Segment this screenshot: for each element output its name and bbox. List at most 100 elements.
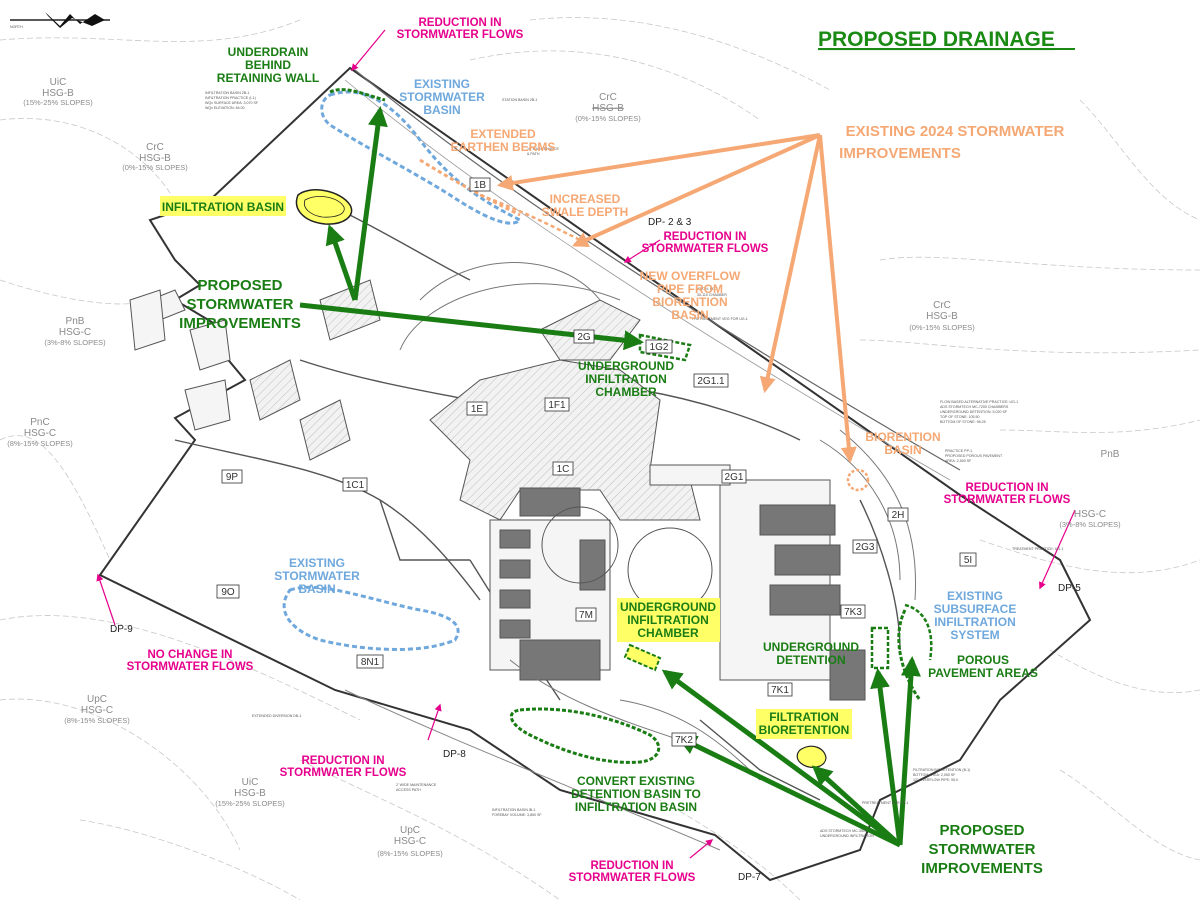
existing-subsurface-infiltration-system bbox=[904, 603, 933, 661]
note: PRETREATMENT VEG FOR UG-1 bbox=[692, 317, 748, 321]
note: 12" OVERFLOW PIPE: 95.0 bbox=[913, 778, 958, 782]
area-code: 1C1 bbox=[346, 480, 365, 491]
property-boundary bbox=[98, 66, 1092, 882]
design-point-labels: DP- 2 & 3 DP-5 DP-9 DP-8 DP-7 bbox=[110, 217, 1081, 883]
proposed-arrows-right bbox=[661, 656, 921, 848]
existing-basin-callout: EXISTING bbox=[289, 556, 345, 570]
proposed-callouts: UNDERDRAIN BEHIND RETAINING WALL INFILTR… bbox=[162, 45, 1043, 877]
convert-basin-callout: CONVERT EXISTING bbox=[577, 774, 695, 788]
area-code: 1G2 bbox=[650, 342, 669, 353]
biorention-basin-mark bbox=[846, 468, 870, 492]
area-code: 9P bbox=[226, 472, 239, 483]
infiltration-basin-highlight bbox=[160, 196, 286, 216]
reduction-callout: STORMWATER FLOWS bbox=[944, 494, 1071, 506]
reduction-callout: REDUCTION IN bbox=[590, 860, 673, 872]
underdrain-callout: BEHIND bbox=[245, 58, 291, 72]
soil-code: CrC bbox=[146, 142, 164, 153]
technical-notes: STATION BASIN 2B-1 INFILTRATION BASIN 2B… bbox=[205, 91, 1063, 838]
note: 30-110 CHAMBER bbox=[697, 293, 727, 297]
area-code: 2G1 bbox=[725, 472, 744, 483]
note: 2' WIDE MAINTENANCE bbox=[396, 783, 437, 787]
existing-subsurface-callout: SUBSURFACE bbox=[934, 602, 1017, 616]
soil-slope: (3%-8% SLOPES) bbox=[1059, 520, 1121, 529]
note: AREA: 2,500 SF bbox=[945, 459, 972, 463]
soil-slope: (15%-25% SLOPES) bbox=[215, 799, 285, 808]
note: PROPOSED POROUS PAVEMENT bbox=[945, 454, 1003, 458]
existing-2024-callouts: EXTENDED EARTHEN BERMS EXISTING 2024 STO… bbox=[451, 123, 1065, 457]
filtration-bioretention-shape bbox=[796, 745, 827, 768]
existing-basin-callout: BASIN bbox=[423, 103, 460, 117]
flow-callouts: REDUCTION IN STORMWATER FLOWS REDUCTION … bbox=[127, 17, 1071, 884]
swale bbox=[479, 193, 581, 242]
soil-code: UpC bbox=[87, 694, 107, 705]
proposed-improvements-callout: PROPOSED bbox=[197, 277, 282, 294]
soil-hsg: HSG-B bbox=[926, 311, 958, 322]
underground-infiltration-chamber-mid bbox=[623, 643, 662, 672]
reduction-callout: STORMWATER FLOWS bbox=[280, 767, 407, 779]
dp-label: DP- 2 & 3 bbox=[648, 217, 692, 228]
soil-code: UiC bbox=[242, 777, 259, 788]
existing-subsurface-callout: INFILTRATION bbox=[934, 615, 1016, 629]
road-2 bbox=[344, 79, 951, 481]
reduction-callout: REDUCTION IN bbox=[663, 231, 746, 243]
biorention-callout: BASIN bbox=[884, 443, 921, 457]
reduction-callout: REDUCTION IN bbox=[965, 482, 1048, 494]
area-code: 2G1.1 bbox=[697, 376, 725, 387]
area-codes: 1B 2G 1G2 2G1.1 1E 1F1 1C 1C1 9P 2G1 2H … bbox=[216, 177, 977, 747]
note: WQv SURFACE AREA: 3,070 SF bbox=[205, 101, 259, 105]
underground-chamber-callout: UNDERGROUND bbox=[578, 359, 674, 373]
soil-labels: UiC HSG-B (15%-25% SLOPES) CrC HSG-B (0%… bbox=[7, 77, 1121, 858]
soil-code: UpC bbox=[400, 825, 420, 836]
area-code: 7M bbox=[579, 610, 593, 621]
note: ADS STORMTECH MC-3500 bbox=[820, 829, 867, 833]
existing-basin-callout: EXISTING bbox=[414, 77, 470, 91]
soil-slope: (3%-8% SLOPES) bbox=[44, 338, 106, 347]
soil-slope: (15%-25% SLOPES) bbox=[23, 98, 93, 107]
note: INFILTRATION BASIN 2B-1 bbox=[205, 91, 249, 95]
soil-slope: (0%-15% SLOPES) bbox=[122, 163, 188, 172]
underdrain-callout: RETAINING WALL bbox=[217, 71, 319, 85]
reduction-callout: REDUCTION IN bbox=[418, 17, 501, 29]
buildings bbox=[129, 279, 866, 701]
area-code: 1F1 bbox=[548, 400, 566, 411]
proposed-improvements-callout: IMPROVEMENTS bbox=[179, 315, 301, 332]
soil-hsg: HSG-C bbox=[81, 705, 113, 716]
north-label: NORTH bbox=[10, 25, 23, 29]
underground-detention-callout: UNDERGROUND bbox=[763, 640, 859, 654]
extended-earthen-berms bbox=[419, 158, 521, 217]
soil-slope: (8%-15% SLOPES) bbox=[64, 716, 130, 725]
existing-2024-arrows bbox=[496, 133, 857, 464]
note: BOTTOM AREA: 2,050 SF bbox=[913, 773, 956, 777]
note: ADS STORMTECH MC-7200 CHAMBERS bbox=[940, 405, 1009, 409]
soil-code: PnB bbox=[66, 316, 85, 327]
extended-berms-callout: EARTHEN BERMS bbox=[451, 140, 556, 154]
note: INFILTRATION PRACTICE (I-1) bbox=[205, 96, 256, 100]
underground-chamber-callout: CHAMBER bbox=[637, 626, 699, 640]
note: WQv ELEVATION: 84.00 bbox=[205, 106, 245, 110]
biorention-callout: BIORENTION bbox=[865, 430, 940, 444]
infiltration-basin-inner bbox=[303, 196, 345, 218]
note: STATION BASIN 2B-1 bbox=[502, 98, 537, 102]
note: TOP OF STONE: 105.50 bbox=[940, 415, 980, 419]
soil-hsg: HSG-B bbox=[234, 788, 266, 799]
existing-basin-callout: STORMWATER bbox=[399, 90, 485, 104]
existing-2024-callout: IMPROVEMENTS bbox=[839, 145, 961, 162]
note: FLOW BASED ALTERNATIVE PRACTICE: UG-1 bbox=[940, 400, 1018, 404]
underground-chamber-callout: INFILTRATION bbox=[585, 372, 667, 386]
dp-label: DP-9 bbox=[110, 624, 133, 635]
area-code: 7K1 bbox=[771, 685, 789, 696]
existing-basin-callout: BASIN bbox=[298, 582, 335, 596]
proposed-improvements-callout: PROPOSED bbox=[939, 822, 1024, 839]
reduction-callout: STORMWATER FLOWS bbox=[397, 29, 524, 41]
note: BOTTOM OF STONE: 98.25 bbox=[940, 420, 986, 424]
note: & PATH bbox=[527, 152, 540, 156]
no-change-callout: NO CHANGE IN bbox=[148, 649, 233, 661]
dp-label: DP-7 bbox=[738, 872, 761, 883]
area-code: 8N1 bbox=[361, 657, 380, 668]
area-code: 7K2 bbox=[675, 735, 693, 746]
infiltration-basin-callout: INFILTRATION BASIN bbox=[162, 200, 284, 214]
existing-subsurface-callout: EXISTING bbox=[947, 589, 1003, 603]
underground-chamber-highlight bbox=[617, 598, 720, 642]
reduction-callout: STORMWATER FLOWS bbox=[642, 243, 769, 255]
